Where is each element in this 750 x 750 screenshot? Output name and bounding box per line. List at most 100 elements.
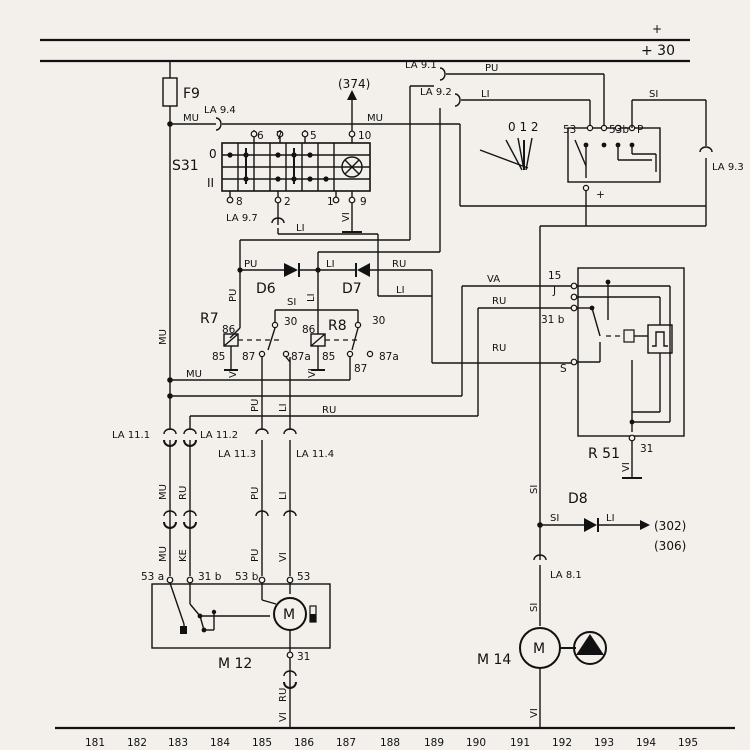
motor-m12-symbol: M	[283, 607, 295, 623]
wire-label-vi: VI	[307, 368, 318, 378]
ref-306: (306)	[654, 539, 686, 553]
pump-triangle-icon	[576, 634, 604, 655]
connector-label-la97: LA 9.7	[226, 213, 258, 224]
connector-label-la91: LA 9.1	[405, 60, 437, 71]
wire-label-si: SI	[649, 89, 658, 100]
connector-la97	[271, 217, 285, 224]
diode-d6-label: D6	[256, 281, 276, 297]
relay-r7-label: R7	[200, 311, 219, 327]
term-9: 9	[360, 196, 367, 208]
wire-label-pu: PU	[485, 63, 498, 74]
diode-d7	[357, 263, 370, 277]
grid-number: 185	[252, 737, 272, 749]
term-6: 6	[257, 130, 264, 142]
grid-number: 188	[380, 737, 400, 749]
grid-number: 187	[336, 737, 356, 749]
wire-label-pu: PU	[244, 259, 257, 270]
switch-s31-grid	[221, 142, 371, 192]
wire-label-ru: RU	[492, 296, 506, 307]
term-1: 1	[327, 196, 334, 208]
ref-302: (302)	[654, 519, 686, 533]
connector-ground	[283, 670, 297, 677]
term-86: 86	[302, 324, 316, 336]
relay-r7	[223, 321, 290, 371]
junction	[237, 267, 243, 273]
term-s: S	[560, 363, 567, 375]
switch-label: S31	[172, 158, 199, 174]
term-87a: 87a	[379, 351, 399, 363]
wire-label-ke: KE	[178, 549, 189, 562]
relay-r8-label: R8	[328, 318, 347, 334]
term-30: 30	[284, 316, 297, 328]
connector-label-la93: LA 9.3	[712, 162, 744, 173]
arrow-right-icon	[640, 520, 650, 530]
term-31b: 31 b	[541, 314, 565, 326]
wire-label-li: LI	[296, 223, 305, 234]
wire-label-pu: PU	[250, 549, 261, 562]
term-31: 31	[640, 443, 653, 455]
wire-label-ru: RU	[178, 486, 189, 500]
term-2: 2	[284, 196, 291, 208]
fuse-label: F9	[183, 86, 200, 102]
grid-number: 182	[127, 737, 147, 749]
switch-pos-2: II	[207, 176, 214, 190]
wire-label-li: LI	[606, 513, 615, 524]
term-8: 8	[236, 196, 243, 208]
grid-number: 190	[466, 737, 486, 749]
term-30: 30	[372, 315, 385, 327]
wire-label-mu: MU	[367, 113, 383, 124]
wire-label-li: LI	[306, 293, 317, 302]
wire-label-si: SI	[529, 603, 540, 612]
wire-label-vi: VI	[621, 462, 632, 472]
diode-d8-label: D8	[568, 491, 588, 507]
term-5: 5	[310, 130, 317, 142]
fuse-f9	[162, 77, 178, 107]
term-53: 53	[563, 124, 576, 136]
term-10: 10	[358, 130, 371, 142]
motor-m12-label: M 12	[218, 656, 252, 672]
wire-label-ru: RU	[278, 688, 289, 702]
wire-label-li: LI	[326, 259, 335, 270]
wire-label-vi: VI	[529, 708, 540, 718]
wire-label-pu: PU	[250, 399, 261, 412]
grid-number: 192	[552, 737, 572, 749]
connector-la92	[454, 93, 461, 107]
term-85: 85	[322, 351, 335, 363]
connector-label-la92: LA 9.2	[420, 87, 452, 98]
arrow-up-icon	[347, 90, 357, 100]
rail-30-label: + 30	[641, 43, 675, 59]
connector-label-la111: LA 11.1	[112, 430, 150, 441]
wire-label-vi: VI	[278, 552, 289, 562]
term-j: J	[552, 285, 556, 297]
wire-label-vi: VI	[341, 212, 352, 222]
diode-d7-label: D7	[342, 281, 362, 297]
term-p: P	[637, 124, 643, 136]
wire-label-si: SI	[550, 513, 559, 524]
wire-label-mu: MU	[186, 369, 202, 380]
term-53a: 53 a	[141, 571, 164, 583]
wire-label-pu: PU	[250, 487, 261, 500]
term-53b: 53b	[609, 124, 629, 136]
grid-number: 181	[85, 737, 105, 749]
pump-icon	[573, 631, 607, 665]
connector-la94	[215, 117, 222, 131]
grid-number: 191	[510, 737, 530, 749]
connector-la93	[699, 146, 713, 153]
grid-number: 189	[424, 737, 444, 749]
term-31-m12: 31	[297, 651, 310, 663]
term-7: 7	[276, 130, 283, 142]
grid-number: 195	[678, 737, 698, 749]
term-86: 86	[222, 324, 236, 336]
relay-r51	[570, 267, 685, 442]
grid-numbers: 181 182 183 184 185 186 187 188 189 190 …	[85, 737, 698, 749]
connector-label-la114: LA 11.4	[296, 449, 334, 460]
wiper-scale: 0 1 2	[508, 120, 539, 134]
wire-label-mu: MU	[183, 113, 199, 124]
wire-label-mu: MU	[158, 546, 169, 562]
lamp-ref: (374)	[338, 77, 370, 91]
wire-label-ru: RU	[492, 343, 506, 354]
wire-label-li: LI	[481, 89, 490, 100]
wire-label-va: VA	[487, 274, 500, 285]
term-53b-m12: 53 b	[235, 571, 259, 583]
